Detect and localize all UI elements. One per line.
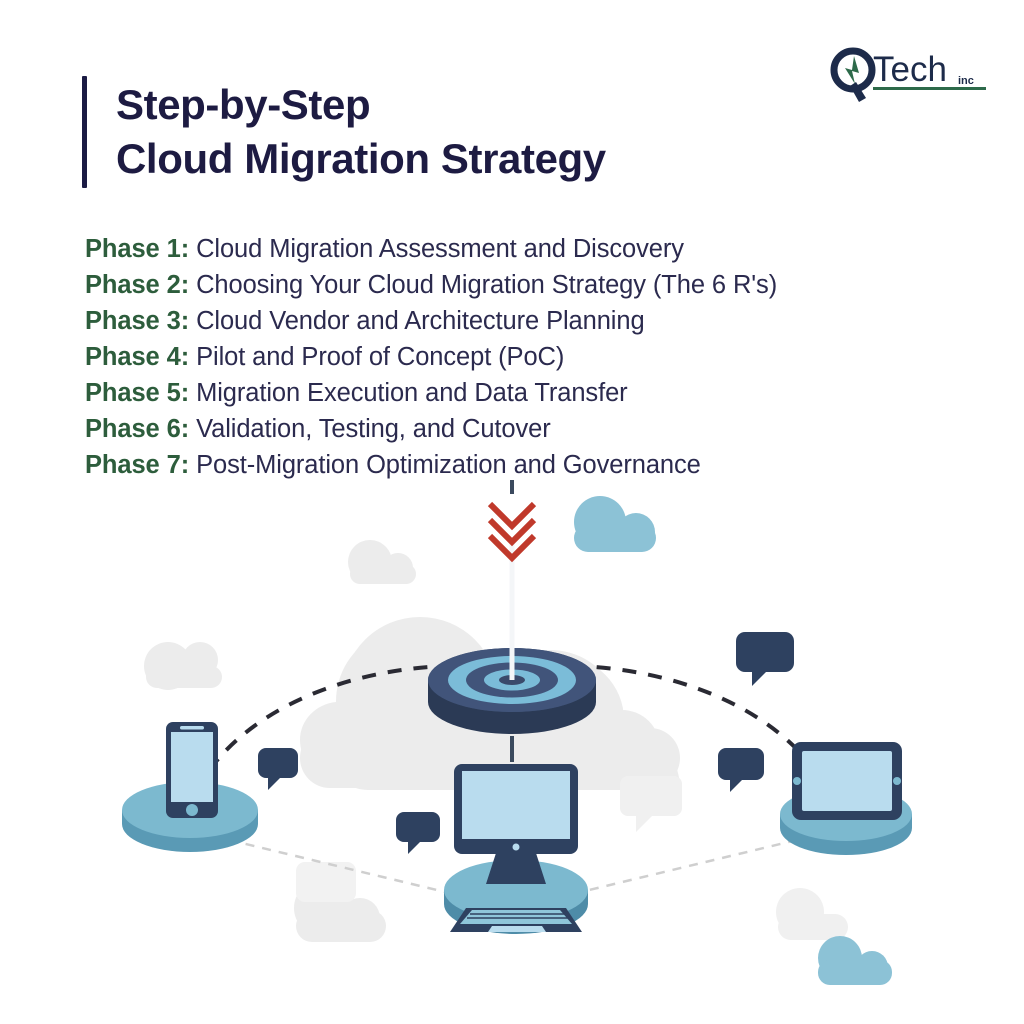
gray-bubble-bottom-icon <box>296 862 356 902</box>
logo-wordmark: Tech <box>873 50 947 89</box>
cloud-migration-illustration <box>0 480 1024 1024</box>
list-item: Phase 6: Validation, Testing, and Cutove… <box>85 411 985 447</box>
desktop-computer-icon <box>444 764 588 934</box>
dashed-arc-bottom-right <box>555 830 831 900</box>
smartphone-device-icon <box>122 722 258 852</box>
phase-description: Migration Execution and Data Transfer <box>196 379 628 407</box>
logo-q-icon <box>830 47 876 102</box>
title-line-2: Cloud Migration Strategy <box>116 134 606 182</box>
list-item: Phase 3: Cloud Vendor and Architecture P… <box>85 303 985 339</box>
list-item: Phase 5: Migration Execution and Data Tr… <box>85 375 985 411</box>
target-bullseye-icon <box>428 648 596 734</box>
arrow-icon <box>487 501 537 680</box>
tablet-device-icon <box>780 742 912 855</box>
phase-label: Phase 1: <box>85 235 190 263</box>
speech-bubble-icon <box>736 632 794 686</box>
phase-description: Choosing Your Cloud Migration Strategy (… <box>196 271 778 299</box>
speech-bubble-icon <box>258 748 298 790</box>
speech-bubble-icon <box>396 812 440 854</box>
gray-cloud-right-icon <box>620 776 682 832</box>
phase-description: Cloud Migration Assessment and Discovery <box>196 235 684 263</box>
phase-label: Phase 2: <box>85 271 190 299</box>
phase-label: Phase 3: <box>85 307 190 335</box>
gray-cloud-bottom-right-icon <box>776 888 848 940</box>
phase-description: Pilot and Proof of Concept (PoC) <box>196 343 565 371</box>
title-line-1: Step-by-Step <box>116 81 371 128</box>
phase-label: Phase 4: <box>85 343 190 371</box>
list-item: Phase 2: Choosing Your Cloud Migration S… <box>85 267 985 303</box>
page-title: Step-by-Step Cloud Migration Strategy <box>82 76 606 188</box>
logo-suffix: inc <box>958 75 974 87</box>
brand-logo: Tech inc <box>826 44 990 106</box>
phase-description: Cloud Vendor and Architecture Planning <box>196 307 645 335</box>
speech-bubble-icon <box>718 748 764 792</box>
logo-underline <box>873 87 986 90</box>
gray-cloud-left-icon <box>144 642 222 690</box>
list-item: Phase 1: Cloud Migration Assessment and … <box>85 231 985 267</box>
phase-description: Post-Migration Optimization and Governan… <box>196 451 701 479</box>
phase-description: Validation, Testing, and Cutover <box>196 415 551 443</box>
phase-label: Phase 5: <box>85 379 190 407</box>
list-item: Phase 7: Post-Migration Optimization and… <box>85 447 985 483</box>
dashed-arc-bottom-left <box>195 830 471 900</box>
phase-label: Phase 7: <box>85 451 190 479</box>
blue-cloud-top-right-icon <box>574 496 656 552</box>
phase-label: Phase 6: <box>85 415 190 443</box>
list-item: Phase 4: Pilot and Proof of Concept (PoC… <box>85 339 985 375</box>
blue-cloud-bottom-right-icon <box>818 936 892 985</box>
gray-cloud-small-top-icon <box>348 540 416 584</box>
title-accent-bar <box>82 76 87 188</box>
phase-list: Phase 1: Cloud Migration Assessment and … <box>85 231 985 483</box>
